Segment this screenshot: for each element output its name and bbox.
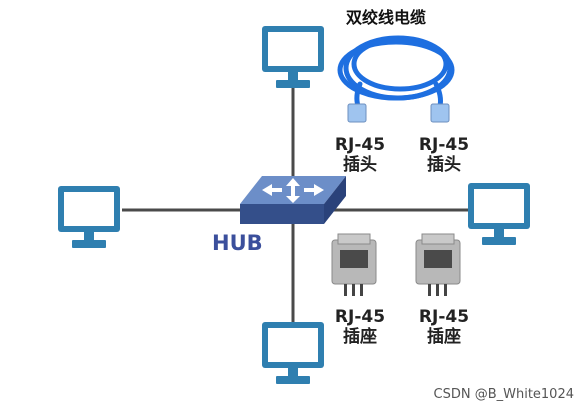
plug-label-left-line1: RJ-45 <box>334 135 386 155</box>
jack-label-left-line1: RJ-45 <box>334 307 386 327</box>
jack-label-right: RJ-45 插座 <box>414 307 474 347</box>
cable-title: 双绞线电缆 <box>346 8 427 27</box>
plug-label-left: RJ-45 插头 <box>330 135 390 175</box>
computer-left <box>58 186 120 248</box>
computer-top <box>262 26 324 88</box>
jack-label-left: RJ-45 插座 <box>330 307 390 347</box>
twisted-pair-cable-image <box>337 35 455 123</box>
rj45-jack-right-image <box>415 233 461 296</box>
hub-label: HUB <box>212 231 263 255</box>
jack-label-left-line2: 插座 <box>343 326 377 347</box>
watermark: CSDN @B_White1024 <box>433 387 575 402</box>
computer-right <box>468 183 530 245</box>
hub-icon <box>240 176 346 224</box>
plug-label-left-line2: 插头 <box>343 154 377 175</box>
computer-bottom <box>262 322 324 384</box>
plug-label-right-line2: 插头 <box>427 154 461 175</box>
plug-label-right: RJ-45 插头 <box>414 135 474 175</box>
hub-arrows-icon <box>262 178 324 203</box>
jack-label-right-line1: RJ-45 <box>418 307 470 327</box>
plug-label-right-line1: RJ-45 <box>418 135 470 155</box>
rj45-jack-left-image <box>331 233 377 296</box>
jack-label-right-line2: 插座 <box>427 326 461 347</box>
